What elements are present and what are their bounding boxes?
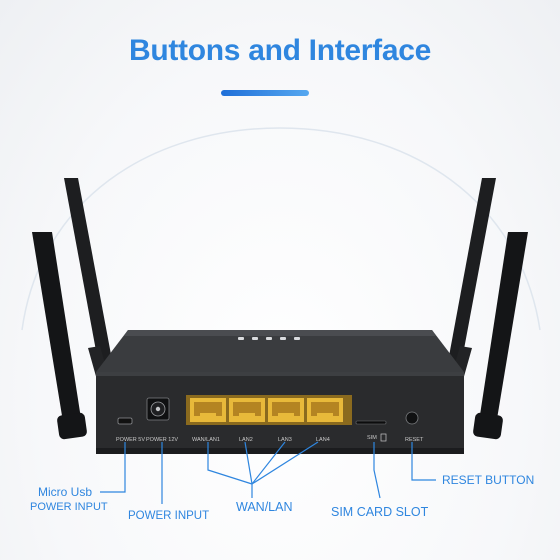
ethernet-port-group xyxy=(186,395,352,425)
callout-lines xyxy=(100,441,436,504)
sim-card-icon xyxy=(380,433,387,442)
micro-usb-port xyxy=(117,417,133,425)
page-title: Buttons and Interface xyxy=(128,34,432,67)
led-indicator-icon xyxy=(238,337,300,340)
background-arc xyxy=(21,127,541,331)
callout-reset-button: RESET BUTTON xyxy=(442,473,535,487)
label-wan-lan1: WAN/LAN1 xyxy=(192,437,220,443)
label-lan3: LAN3 xyxy=(278,437,292,443)
ethernet-port xyxy=(229,398,265,422)
antenna-left-front xyxy=(32,232,87,440)
reset-button xyxy=(405,411,419,425)
label-sim: SIM xyxy=(367,435,377,441)
ethernet-port xyxy=(190,398,226,422)
title-underline xyxy=(221,90,309,96)
router-top xyxy=(96,330,464,372)
antenna-right-front xyxy=(473,232,528,440)
label-power-5v: POWER 5V xyxy=(116,437,146,443)
ethernet-port xyxy=(268,398,304,422)
label-reset: RESET xyxy=(405,437,424,443)
label-lan4: LAN4 xyxy=(316,437,330,443)
callout-power-input: POWER INPUT xyxy=(128,510,210,522)
callout-wan-lan: WAN/LAN xyxy=(236,500,293,514)
sim-slot xyxy=(355,420,387,425)
label-lan2: LAN2 xyxy=(239,437,253,443)
callout-sim-card-slot: SIM CARD SLOT xyxy=(331,505,429,519)
label-power-12v: POWER 12V xyxy=(146,437,179,443)
callout-micro-usb-power: POWER INPUT xyxy=(30,501,108,513)
ethernet-port xyxy=(307,398,343,422)
callout-micro-usb: Micro Usb xyxy=(38,485,93,499)
